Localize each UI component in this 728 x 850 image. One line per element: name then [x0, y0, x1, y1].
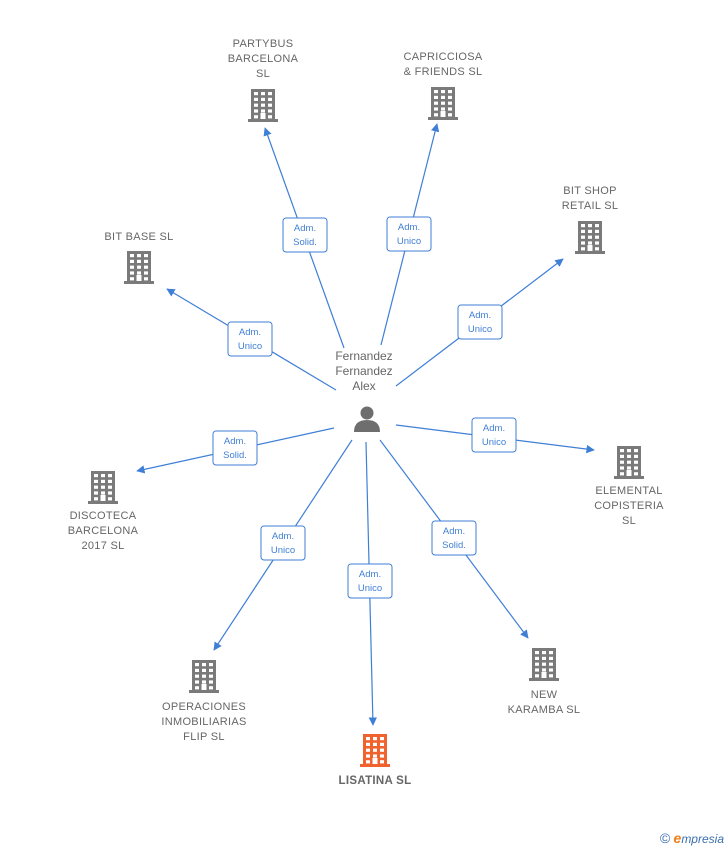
building-icon: [189, 660, 219, 693]
role-badge-text: Adm.: [443, 526, 465, 537]
company-label-line: DISCOTECA: [70, 510, 137, 522]
building-icon: [124, 251, 154, 284]
role-badge-box: [227, 321, 273, 357]
company-label-line: CAPRICCIOSA: [403, 51, 482, 63]
company-label-line: BIT SHOP: [563, 185, 617, 197]
company-label-line: SL: [256, 68, 270, 80]
company-label-line: LISATINA SL: [339, 775, 412, 787]
company-label-line: RETAIL SL: [562, 200, 619, 212]
role-badge-box: [282, 217, 328, 253]
company-label-line: FLIP SL: [183, 731, 225, 743]
company-label-line: NEW: [531, 689, 558, 701]
person-name-line-3: Alex: [352, 379, 375, 393]
role-badge-box: [260, 525, 306, 561]
company-label-line: KARAMBA SL: [508, 704, 581, 716]
person-name-line-1: Fernandez: [335, 349, 392, 363]
building-icon: [248, 89, 278, 122]
role-badge-bitshop[interactable]: Adm. Unico: [457, 304, 503, 340]
company-label-line: & FRIENDS SL: [404, 66, 483, 78]
building-icon: [428, 87, 458, 120]
role-badge-text: Unico: [482, 437, 506, 448]
brand-initial: e: [673, 830, 682, 846]
role-badge-text: Adm.: [483, 423, 505, 434]
company-node-partybus[interactable]: PARTYBUS BARCELONA SL: [228, 38, 299, 122]
role-badge-text: Unico: [358, 583, 382, 594]
role-badge-text: Adm.: [294, 223, 316, 234]
company-label-line: BARCELONA: [228, 53, 299, 65]
company-label-line: BARCELONA: [68, 525, 139, 537]
building-icon: [529, 648, 559, 681]
company-label-line: 2017 SL: [81, 540, 124, 552]
role-badge-text: Unico: [468, 324, 492, 335]
company-node-bitshop[interactable]: BIT SHOP RETAIL SL: [562, 185, 619, 254]
role-badge-discoteca[interactable]: Adm. Solid.: [212, 430, 258, 466]
role-badge-text: Unico: [271, 545, 295, 556]
role-badge-text: Adm.: [398, 222, 420, 233]
watermark: © empresia: [660, 830, 724, 846]
company-node-lisatina[interactable]: LISATINA SL: [339, 734, 412, 787]
company-label-line: INMOBILIARIAS: [161, 716, 246, 728]
role-badge-text: Adm.: [224, 436, 246, 447]
company-label-line: SL: [622, 515, 636, 527]
person-icon: [354, 406, 380, 432]
role-badge-text: Adm.: [239, 327, 261, 338]
role-badge-box: [386, 216, 432, 252]
copyright-symbol: ©: [659, 830, 671, 846]
company-label-line: PARTYBUS: [233, 38, 294, 50]
nodes-layer: PARTYBUS BARCELONA SL CAPRICCIOSA & FRIENDS …: [68, 38, 664, 787]
role-badge-text: Adm.: [359, 569, 381, 580]
role-badge-box: [431, 520, 477, 556]
role-badge-text: Solid.: [223, 450, 247, 461]
building-icon: [575, 221, 605, 254]
company-label-line: ELEMENTAL: [595, 485, 662, 497]
brand-name: mpresia: [681, 832, 724, 846]
company-node-capricciosa[interactable]: CAPRICCIOSA & FRIENDS SL: [403, 51, 483, 120]
company-label-line: COPISTERIA: [594, 500, 664, 512]
company-node-elemental[interactable]: ELEMENTAL COPISTERIA SL: [594, 446, 664, 527]
edges-layer: Adm.Solid.Adm.UnicoAdm.UnicoAdm.UnicoAdm…: [136, 123, 595, 726]
role-badge-text: Unico: [397, 236, 421, 247]
center-node[interactable]: Fernandez Fernandez Alex: [335, 349, 393, 432]
role-badge-text: Adm.: [469, 310, 491, 321]
role-badge-partybus[interactable]: Adm. Solid.: [282, 217, 328, 253]
role-badge-text: Unico: [238, 341, 262, 352]
role-badge-box: [212, 430, 258, 466]
building-icon: [360, 734, 390, 767]
role-badge-operaciones[interactable]: Adm. Unico: [260, 525, 306, 561]
person-name-line-2: Fernandez: [335, 364, 392, 378]
company-node-newkaramba[interactable]: NEW KARAMBA SL: [508, 648, 581, 716]
company-node-bitbase[interactable]: BIT BASE SL: [104, 231, 173, 284]
role-badge-box: [347, 563, 393, 599]
role-badge-box: [471, 417, 517, 453]
role-badge-text: Solid.: [442, 540, 466, 551]
role-badge-lisatina[interactable]: Adm. Unico: [347, 563, 393, 599]
company-label-line: BIT BASE SL: [104, 231, 173, 243]
role-badge-text: Solid.: [293, 237, 317, 248]
company-label-line: OPERACIONES: [162, 701, 246, 713]
role-badge-box: [457, 304, 503, 340]
building-icon: [88, 471, 118, 504]
role-badge-bitbase[interactable]: Adm. Unico: [227, 321, 273, 357]
company-node-discoteca[interactable]: DISCOTECA BARCELONA 2017 SL: [68, 471, 139, 552]
role-badge-newkaramba[interactable]: Adm. Solid.: [431, 520, 477, 556]
role-badge-elemental[interactable]: Adm. Unico: [471, 417, 517, 453]
role-badge-capricciosa[interactable]: Adm. Unico: [386, 216, 432, 252]
company-node-operaciones[interactable]: OPERACIONES INMOBILIARIAS FLIP SL: [161, 660, 246, 743]
role-badge-text: Adm.: [272, 531, 294, 542]
building-icon: [614, 446, 644, 479]
